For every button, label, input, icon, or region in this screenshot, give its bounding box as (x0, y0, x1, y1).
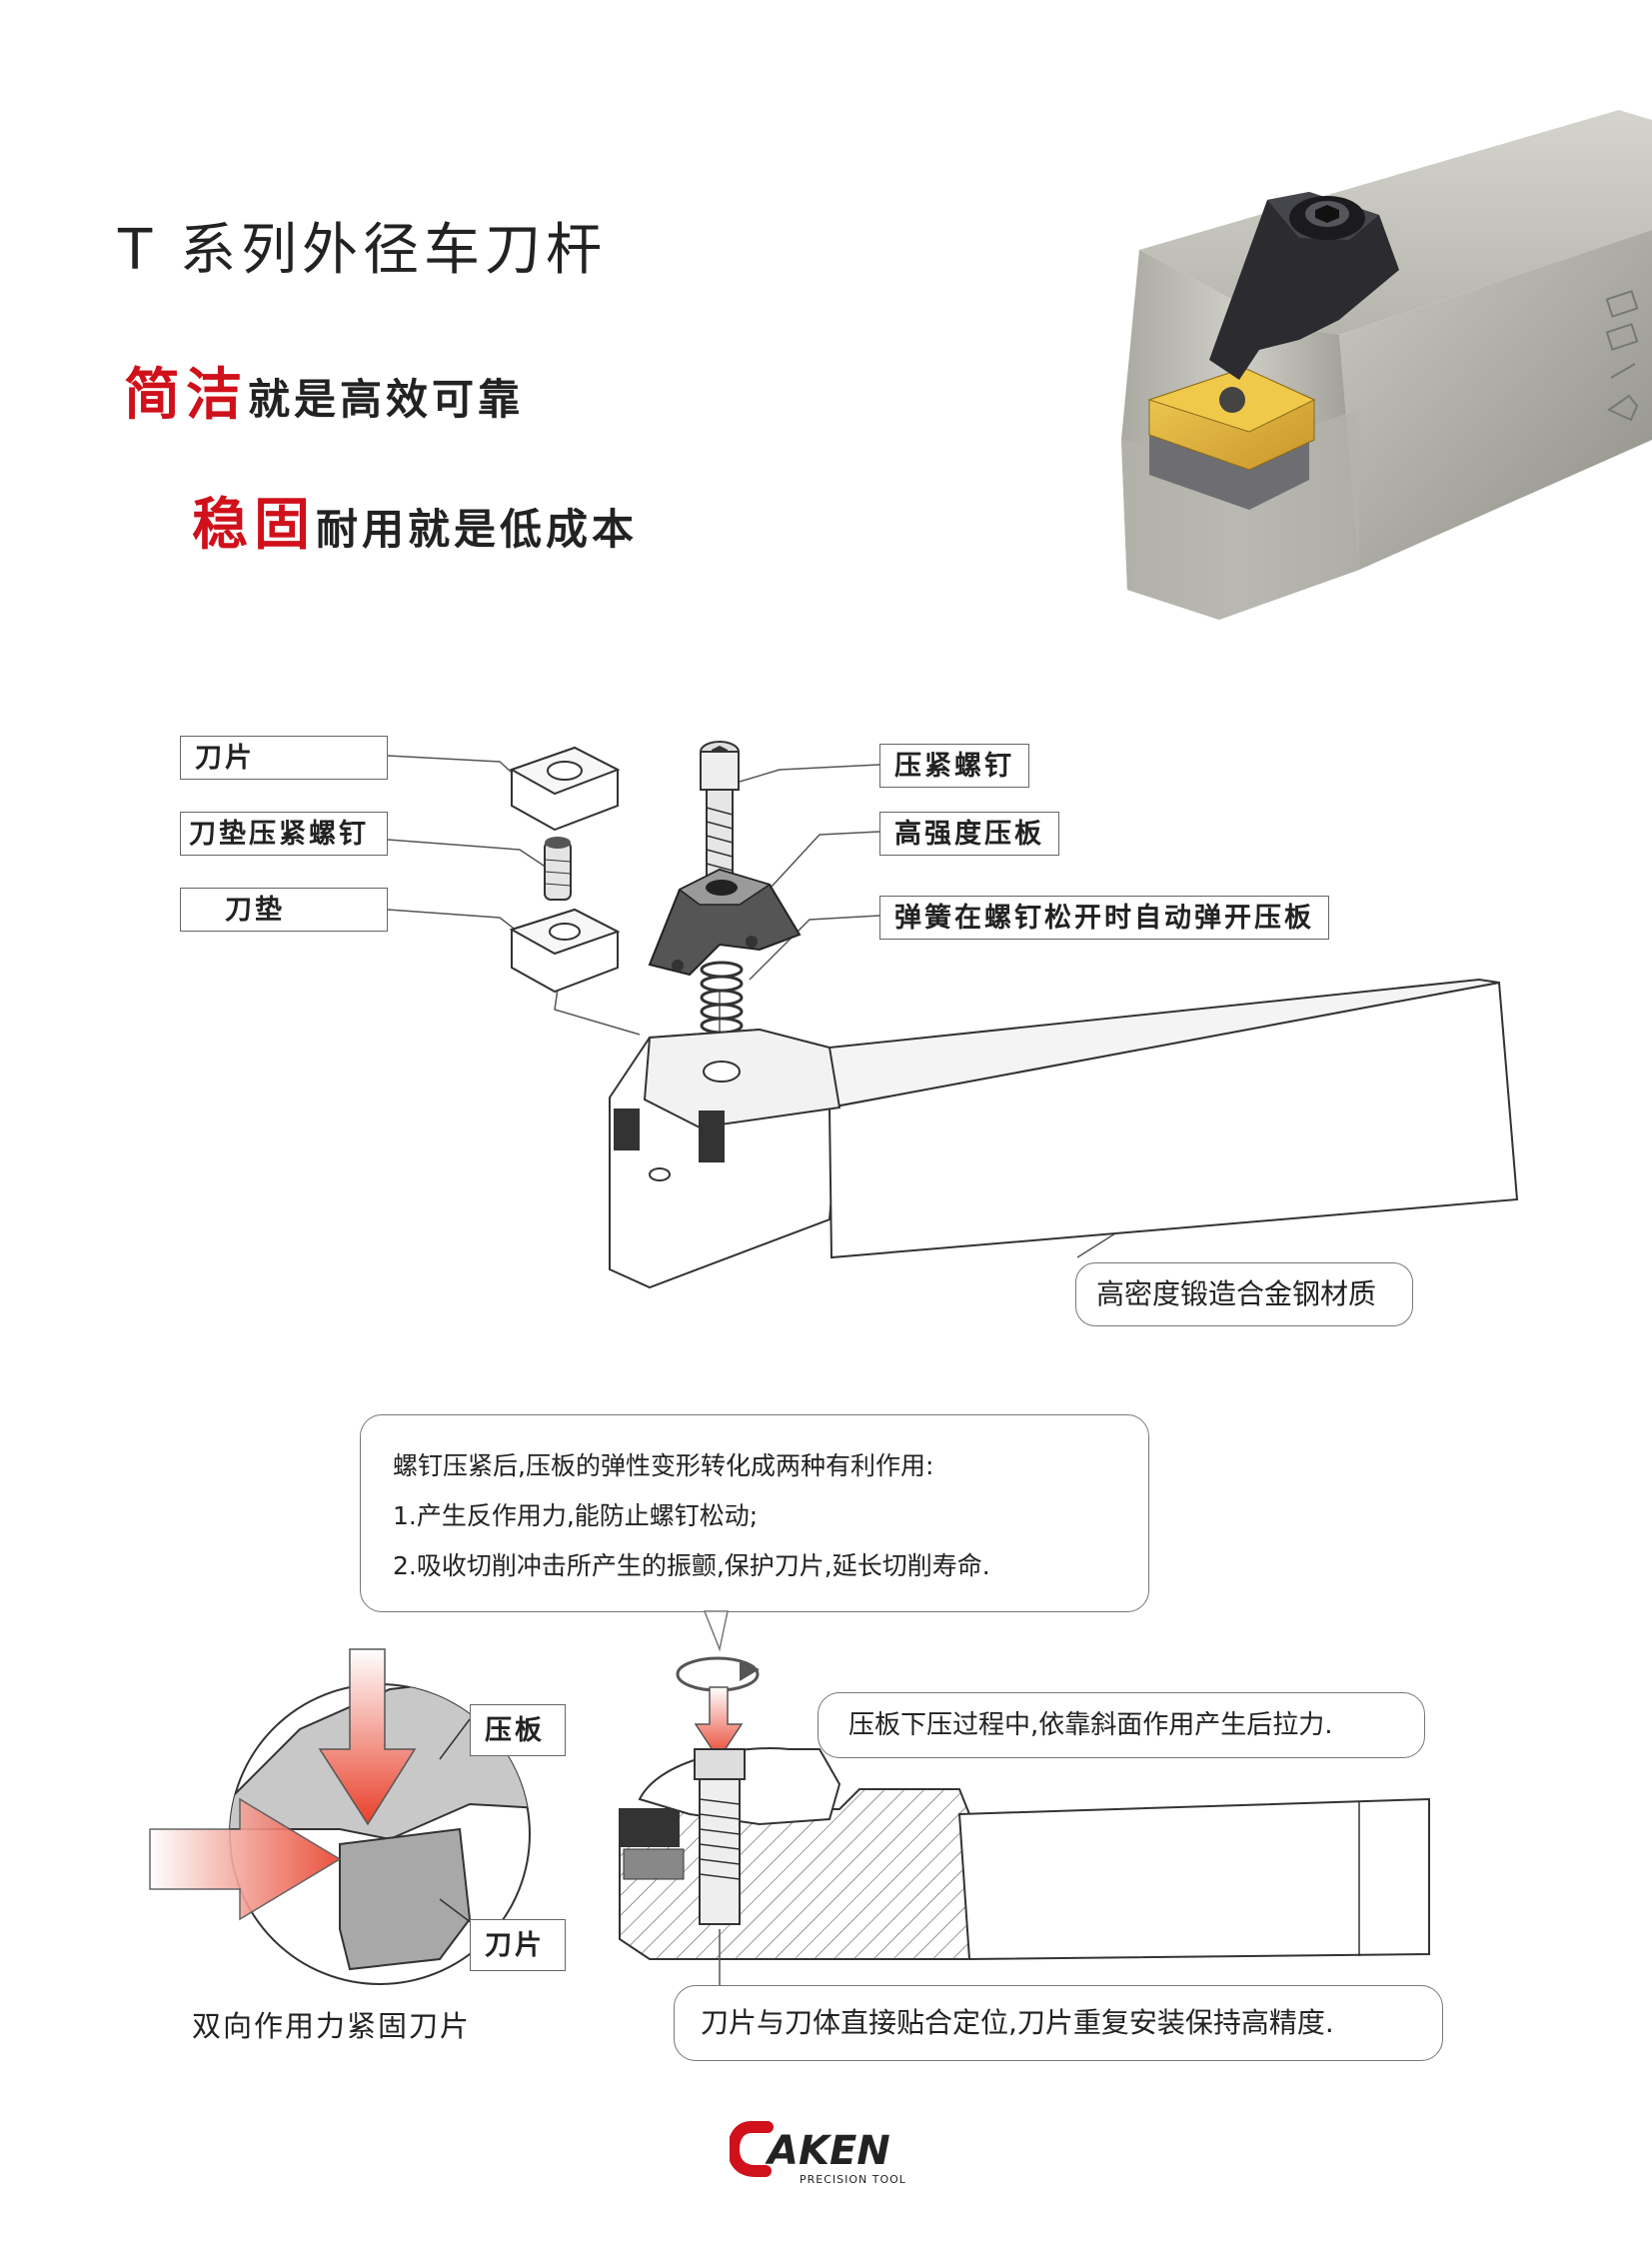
brand-logo: AKEN PRECISION TOOL (730, 2121, 906, 2186)
pull-note-bubble: 压板下压过程中,依靠斜面作用产生后拉力. (818, 1692, 1425, 1758)
tool-holder-photo (1121, 110, 1652, 620)
detail-caption: 双向作用力紧固刀片 (192, 2009, 472, 2043)
label-clamp-screw: 压紧螺钉 (879, 744, 1029, 788)
slogan-highlight: 简洁 (124, 362, 248, 428)
seat-icon (1605, 323, 1639, 351)
label-shim: 刀垫 (180, 888, 388, 932)
logo-text: AKEN (765, 2128, 890, 2174)
insert-part (509, 746, 621, 832)
clamp-icon (1606, 394, 1639, 422)
label-insert: 刀片 (180, 736, 388, 780)
label-clamp-plate: 高强度压板 (879, 812, 1059, 856)
slogan-simple: 简洁就是高效可靠 (124, 350, 524, 431)
page-title: T 系列外径车刀杆 (118, 218, 608, 283)
slogan-text: 耐用就是低成本 (316, 505, 639, 554)
label-shim-screw: 刀垫压紧螺钉 (180, 812, 388, 856)
label-material: 高密度锻造合金钢材质 (1075, 1262, 1413, 1326)
clamp-force-arrow (694, 1686, 744, 1761)
screw-icon (1610, 363, 1636, 379)
label-spring: 弹簧在螺钉松开时自动弹开压板 (879, 896, 1329, 940)
label-clamp: 压板 (470, 1704, 566, 1756)
insert-shape-icon (1605, 290, 1639, 318)
slogan-highlight: 稳固 (192, 492, 316, 558)
exploded-diagram (387, 741, 1519, 1289)
side-force-arrow (149, 1797, 342, 1921)
label-insert-detail: 刀片 (470, 1919, 566, 1971)
shim-part (509, 908, 621, 994)
cross-section-diagram (619, 1610, 1430, 1989)
explanation-intro: 螺钉压紧后,压板的弹性变形转化成两种有利作用: (393, 1451, 934, 1480)
clamp-plate-part (648, 868, 802, 977)
shim-screw-part (544, 837, 572, 901)
logo-subtext: PRECISION TOOL (800, 2173, 906, 2186)
down-force-arrow (318, 1648, 417, 1826)
holder-icons (1605, 290, 1639, 422)
explanation-point-1: 1.产生反作用力,能防止螺钉松动; (393, 1501, 759, 1530)
clamp-screw-part (700, 741, 740, 891)
slogan-stable: 稳固耐用就是低成本 (192, 480, 638, 561)
holder-body (609, 978, 1519, 1289)
explanation-bubble: 螺钉压紧后,压板的弹性变形转化成两种有利作用: 1.产生反作用力,能防止螺钉松动… (360, 1414, 1149, 1612)
explanation-point-2: 2.吸收切削冲击所产生的振颤,保护刀片,延长切削寿命. (393, 1551, 990, 1580)
slogan-text: 就是高效可靠 (248, 375, 525, 424)
fit-note-bubble: 刀片与刀体直接贴合定位,刀片重复安装保持高精度. (674, 1985, 1443, 2061)
